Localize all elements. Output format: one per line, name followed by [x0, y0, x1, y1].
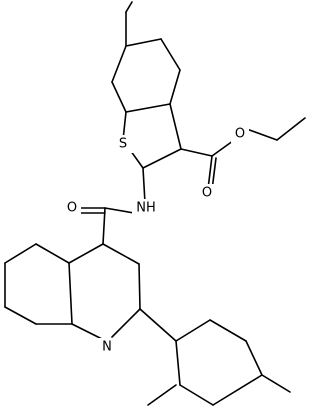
ring6-bond-3 [160, 38, 181, 71]
quinoline-bond-c3-c2 [138, 263, 141, 310]
aryl-ring-bond-4 [212, 374, 263, 406]
ring6-bond-6 [111, 81, 127, 113]
aryl-ring-bond-3 [245, 340, 263, 376]
amide-nh-label-bg [132, 199, 160, 217]
quinoline-n-label-bg [98, 338, 116, 356]
ring6-bond-2 [125, 38, 162, 47]
bonds-layer [4, 1, 306, 406]
atom-labels-layer: S NH O O O N [63, 125, 249, 356]
quinoline-bond-n-c8a [71, 323, 103, 340]
ester-ether-o-label-bg [231, 125, 249, 143]
amide-bond-c2-n [142, 167, 146, 204]
thiophene-bond-c2-c3 [142, 148, 182, 169]
sulfur-label-bg [112, 135, 134, 153]
thiophene-bond-c3a-c7a [125, 103, 171, 113]
quinoline-nitrogen-atom-label: N [102, 340, 112, 355]
sulfur-atom-label: S [119, 137, 127, 152]
aryl-ring-bond-2 [209, 319, 247, 342]
methyl-ring-bond [125, 1, 133, 13]
ester-bond-c3-c [180, 148, 213, 157]
ring6-bond-4 [169, 69, 181, 105]
amide-nh-atom-label: NH [136, 201, 156, 216]
aryl-methyl-bond-para [261, 374, 291, 393]
quinoline-bond-c4a-c4 [68, 243, 104, 264]
chemical-structure-diagram: S NH O O O N [4, 1, 306, 406]
amide-o-label-bg [63, 199, 81, 217]
molecule-canvas: S NH O O O N [4, 1, 306, 406]
quinoline-bond-c7-c8 [4, 306, 37, 325]
quinoline-bond-c5-c6 [4, 243, 37, 264]
aryl-ring-bond-6 [175, 340, 181, 386]
ethyl-bond-2 [276, 117, 306, 141]
quinoline-bond-c8a-c4a [68, 262, 73, 325]
ring6-bond-5 [111, 45, 127, 83]
quinoline-bond-c2-n [111, 308, 141, 338]
aryl-methyl-bond-ortho [147, 384, 177, 406]
ethyl-bond-1 [243, 127, 278, 141]
ester-carbonyl-o-label-bg [198, 184, 216, 202]
amide-oxygen-atom-label: O [67, 201, 77, 216]
amide-bond-c-c4 [102, 207, 106, 245]
quinoline-bond-c4a-c5 [35, 243, 70, 264]
thiophene-bond-c3-c3a [169, 103, 182, 150]
ester-carbonyl-oxygen-atom-label: O [202, 186, 212, 201]
aryl-link-bond [139, 308, 177, 342]
quinoline-bond-c4-c3 [102, 243, 140, 265]
aryl-ring-bond-1 [175, 319, 211, 342]
aryl-ring-bond-5 [179, 384, 214, 406]
ester-carbonyl-bond [207, 155, 213, 190]
ester-ether-oxygen-atom-label: O [235, 127, 245, 142]
